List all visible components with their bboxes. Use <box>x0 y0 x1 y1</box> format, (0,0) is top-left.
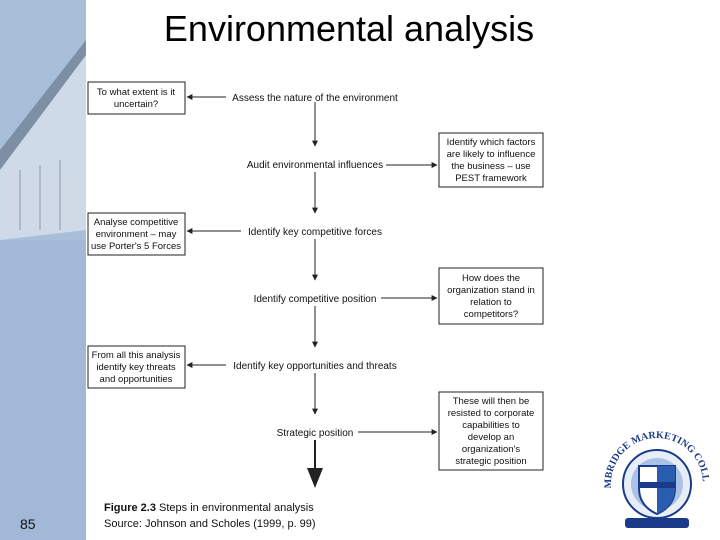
step-strategic-position: Strategic position <box>277 428 354 439</box>
svg-text:identify key threats: identify key threats <box>96 362 175 373</box>
figure-source: Source: Johnson and Scholes (1999, p. 99… <box>104 518 316 530</box>
left-box-threats: From all this analysis identify key thre… <box>87 345 186 389</box>
right-box-competitors: How does the organization stand in relat… <box>438 267 544 325</box>
svg-text:competitors?: competitors? <box>464 309 518 320</box>
svg-text:organization stand in: organization stand in <box>447 285 535 296</box>
college-crest-logo: CAMBRIDGE MARKETING COLLEGE <box>597 422 711 528</box>
step-competitive-forces: Identify key competitive forces <box>248 227 382 238</box>
right-box-pest: Identify which factors are likely to inf… <box>438 132 544 188</box>
svg-text:and opportunities: and opportunities <box>100 374 173 385</box>
step-opportunities-threats: Identify key opportunities and threats <box>233 361 396 372</box>
figure-label: Figure 2.3 <box>104 502 156 514</box>
left-box-uncertainty: To what extent is it uncertain? <box>87 81 186 115</box>
final-arrowhead <box>307 468 323 488</box>
svg-text:use Porter's 5 Forces: use Porter's 5 Forces <box>91 241 181 252</box>
svg-text:environment – may: environment – may <box>96 229 177 240</box>
svg-text:To what extent is it: To what extent is it <box>97 87 176 98</box>
svg-text:organization's: organization's <box>462 444 521 455</box>
slide-title: Environmental analysis <box>163 8 535 49</box>
svg-text:How does the: How does the <box>462 273 520 284</box>
left-box-competitive: Analyse competitive environment – may us… <box>87 212 186 256</box>
svg-text:Analyse competitive: Analyse competitive <box>94 217 178 228</box>
step-assess: Assess the nature of the environment <box>232 93 398 104</box>
svg-text:uncertain?: uncertain? <box>114 99 158 110</box>
svg-text:capabilities to: capabilities to <box>462 420 520 431</box>
page-number: 85 <box>20 516 36 532</box>
figure-caption: Figure 2.3 Steps in environmental analys… <box>104 500 316 532</box>
svg-text:the business – use: the business – use <box>451 161 530 172</box>
building-photo-graphic <box>0 0 86 540</box>
right-box-strategic: These will then be resisted to corporate… <box>438 391 544 471</box>
svg-text:These will then be: These will then be <box>453 396 530 407</box>
sidebar-decoration <box>0 0 86 540</box>
svg-text:PEST framework: PEST framework <box>455 173 527 184</box>
svg-text:strategic position: strategic position <box>455 456 526 467</box>
figure-text: Steps in environmental analysis <box>159 502 314 514</box>
svg-text:resisted to corporate: resisted to corporate <box>448 408 535 419</box>
step-competitive-position: Identify competitive position <box>254 294 377 305</box>
svg-text:From all this analysis: From all this analysis <box>92 350 181 361</box>
svg-text:are likely to influence: are likely to influence <box>447 149 536 160</box>
svg-text:relation to: relation to <box>470 297 512 308</box>
environmental-analysis-flowchart: Assess the nature of the environment Aud… <box>87 81 544 488</box>
step-audit: Audit environmental influences <box>247 160 383 171</box>
svg-text:Identify which factors: Identify which factors <box>447 137 536 148</box>
svg-text:develop an: develop an <box>468 432 514 443</box>
